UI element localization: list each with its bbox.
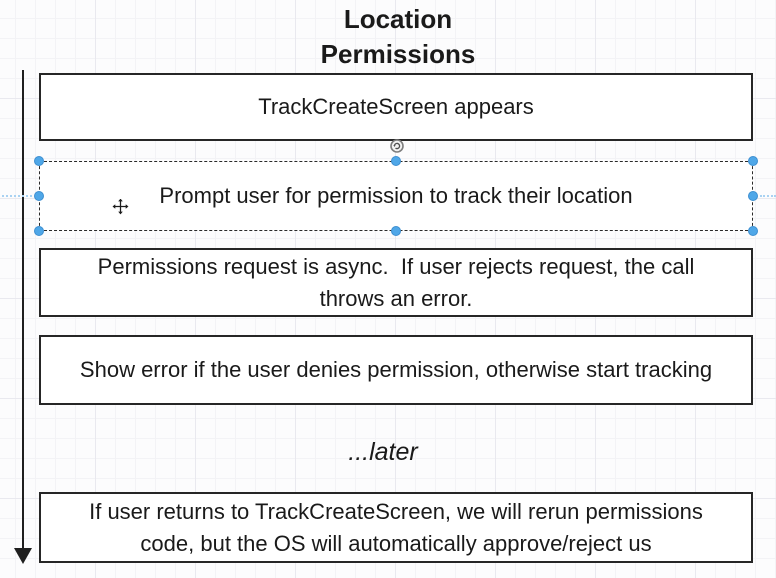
flow-step-label: TrackCreateScreen appears <box>258 94 534 119</box>
flow-step-label: If user returns to TrackCreateScreen, we… <box>89 498 703 556</box>
flow-step-label: Show error if the user denies permission… <box>79 357 713 382</box>
selection-handle-middle-left[interactable] <box>34 191 44 201</box>
flow-step-return-rerun[interactable]: If user returns to TrackCreateScreen, we… <box>39 492 753 563</box>
flow-step-async-note[interactable]: Permissions request is async. If user re… <box>39 248 753 317</box>
selection-handle-middle-right[interactable] <box>748 191 758 201</box>
later-label[interactable]: ...later <box>348 438 418 466</box>
move-cursor-icon <box>111 197 130 216</box>
timeline-arrow-shaft[interactable] <box>21 70 24 550</box>
diagram-title[interactable]: Location Permissions <box>20 2 776 72</box>
selection-handle-bottom-left[interactable] <box>34 226 44 236</box>
flow-step-label: Permissions request is async. If user re… <box>97 253 695 311</box>
selection-handle-top-left[interactable] <box>34 156 44 166</box>
flow-step-show-error[interactable]: Show error if the user denies permission… <box>39 335 753 405</box>
selection-handle-top-center[interactable] <box>391 156 401 166</box>
flow-step-track-create-screen[interactable]: TrackCreateScreen appears <box>39 73 753 141</box>
diagram-title-line1: Location <box>343 4 453 34</box>
flow-step-label: Prompt user for permission to track thei… <box>159 183 633 208</box>
flow-step-prompt-permission[interactable]: Prompt user for permission to track thei… <box>39 161 753 231</box>
selection-guide-left <box>2 195 32 197</box>
selection-guide-right <box>760 195 776 197</box>
down-arrow-icon <box>14 548 32 564</box>
selection-handle-bottom-center[interactable] <box>391 226 401 236</box>
selection-handle-top-right[interactable] <box>748 156 758 166</box>
rotate-arrow-icon[interactable] <box>390 139 404 153</box>
selection-handle-bottom-right[interactable] <box>748 226 758 236</box>
diagram-title-line2: Permissions <box>320 39 476 69</box>
